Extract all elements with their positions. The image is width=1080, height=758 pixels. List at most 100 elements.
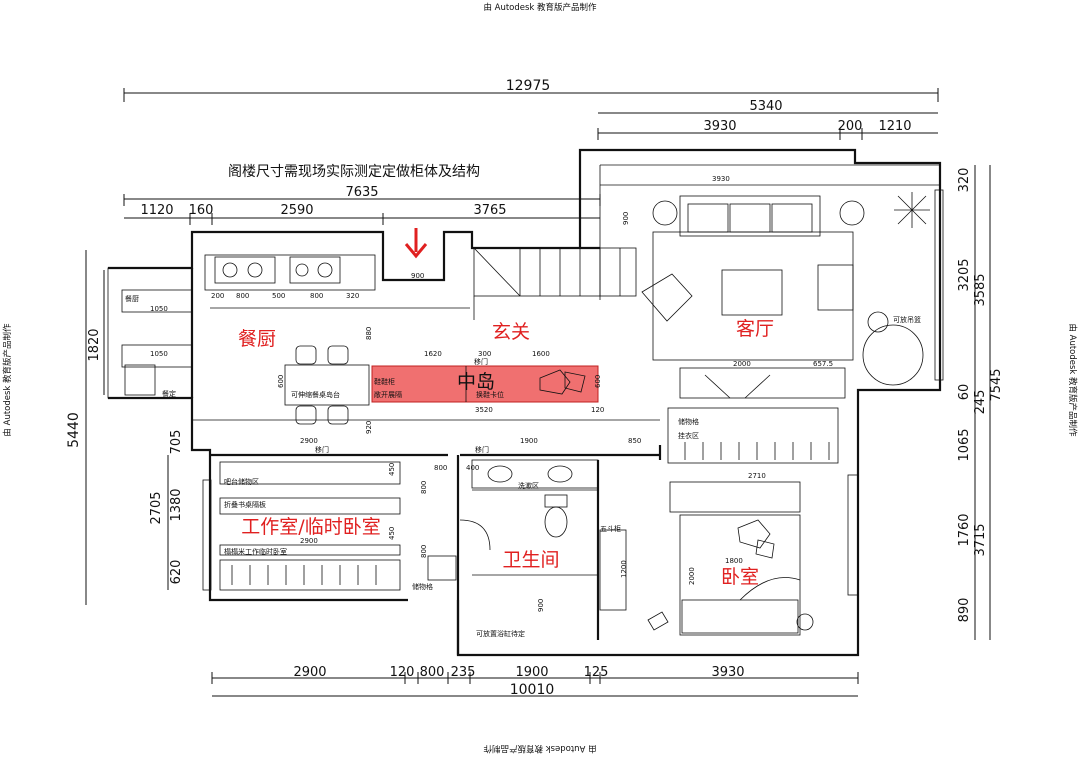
change-seat: 换鞋卡位 xyxy=(476,390,504,399)
room-bathroom: 卫生间 xyxy=(502,549,559,571)
bath-900: 900 xyxy=(537,599,545,612)
hangers xyxy=(231,565,377,585)
l-900: 900 xyxy=(411,272,424,280)
dim-bot-2: 120 xyxy=(390,665,415,680)
dim-bot-total: 10010 xyxy=(510,682,555,698)
dim-right-3205: 3205 xyxy=(957,258,972,291)
dim-mid-total: 7635 xyxy=(345,185,378,200)
dim-right-60: 60 xyxy=(957,384,972,401)
bed-1800: 1800 xyxy=(725,557,743,565)
balcony: 餐厨 1050 1050 餐定 xyxy=(121,289,193,398)
room-dining-kitchen: 餐厨 xyxy=(238,328,276,350)
kitchen-counter: 200 800 500 800 320 900 xyxy=(204,254,424,300)
plant-icon xyxy=(894,192,930,228)
dim-right-245: 245 xyxy=(973,390,988,415)
dim-mid-2: 160 xyxy=(189,203,214,218)
bath-door: 移门 xyxy=(475,445,489,454)
dim-right-1760: 1760 xyxy=(957,513,972,546)
dim-bot-4: 235 xyxy=(451,665,476,680)
dim-left-total: 5440 xyxy=(66,412,82,448)
balcony-label: 餐厨 xyxy=(125,294,139,303)
dim-left-2705: 2705 xyxy=(149,491,164,524)
dim-left-705: 705 xyxy=(169,430,184,455)
bathtub: 可放置浴缸待定 xyxy=(476,629,525,638)
bed-850: 850 xyxy=(628,437,641,445)
bedroom-hangers xyxy=(684,442,830,460)
h-1600: 1600 xyxy=(532,350,550,358)
s-800b: 800 xyxy=(420,545,428,558)
h-yimen: 移门 xyxy=(474,357,488,366)
table-label: 可伸缩餐桌岛台 xyxy=(291,390,340,399)
arrow-down-icon xyxy=(404,228,428,259)
dim-mid-3: 2590 xyxy=(280,203,313,218)
bedroom-furniture: 储物格 挂衣区 850 2710 1800 2000 五斗柜 1200 xyxy=(599,407,839,636)
tatami: 榻榻米工作临时卧室 xyxy=(224,547,287,556)
watermark-right: 由 Autodesk 教育版产品制作 xyxy=(1067,323,1078,437)
bed-1200: 1200 xyxy=(620,560,628,578)
studio-furniture: 2900 移门 吧台储物区 折叠书桌隔板 2900 榻榻米工作临时卧室 450 … xyxy=(219,437,457,591)
bar-storage: 吧台储物区 xyxy=(224,477,259,486)
liv-2000: 2000 xyxy=(733,360,751,368)
room-bedroom: 卧室 xyxy=(721,566,759,588)
fold-desk: 折叠书桌隔板 xyxy=(224,500,266,509)
dim-bot-5: 1900 xyxy=(515,665,548,680)
bed-cloth: 挂衣区 xyxy=(678,431,699,440)
liv-657: 657.5 xyxy=(813,360,833,368)
bed-storage: 储物格 xyxy=(678,417,699,426)
k-1050a: 1050 xyxy=(150,305,168,313)
attic-note: 阁楼尺寸需现场实际测定定做柜体及结构 xyxy=(228,164,480,180)
studio-door: 移门 xyxy=(315,445,329,454)
s-800: 800 xyxy=(420,481,428,494)
h-920: 920 xyxy=(365,421,373,434)
h-300: 300 xyxy=(478,350,491,358)
dim-bot-3: 800 xyxy=(420,665,445,680)
dim-bot-6: 125 xyxy=(584,665,609,680)
bathroom-fixtures: 洗漱区 1900 移门 800 400 900 可放置浴缸待定 xyxy=(434,437,599,638)
dim-right-890: 890 xyxy=(957,598,972,623)
h-1620: 1620 xyxy=(424,350,442,358)
dim-bot-1: 2900 xyxy=(293,665,326,680)
k-1050b: 1050 xyxy=(150,350,168,358)
s-450: 450 xyxy=(388,463,396,476)
staircase xyxy=(473,247,637,320)
living-room-furniture: 3930 900 2000 657.5 可放吊篮 xyxy=(622,175,930,399)
dim-mid-1: 1120 xyxy=(140,203,173,218)
dim-mid-4: 3765 xyxy=(473,203,506,218)
dim-left-1380: 1380 xyxy=(169,488,184,521)
dim-bot-7: 3930 xyxy=(711,665,744,680)
liv-3930: 3930 xyxy=(712,175,730,183)
open-partition: 敞开展隔 xyxy=(374,390,402,399)
bath-1900: 1900 xyxy=(520,437,538,445)
balcony-label-2: 餐定 xyxy=(162,389,176,398)
k-800a: 800 xyxy=(236,292,249,300)
dim-right-7545: 7545 xyxy=(989,368,1004,401)
dim-right-3715: 3715 xyxy=(973,523,988,556)
dim-right-3585: 3585 xyxy=(973,273,988,306)
room-entry: 玄关 xyxy=(492,321,530,343)
wash-area: 洗漱区 xyxy=(518,481,539,490)
hanging-chair: 可放吊篮 xyxy=(893,315,921,324)
dim-top-r3: 1210 xyxy=(878,119,911,134)
room-island: 中岛 xyxy=(457,371,495,393)
shoe-cabinet: 鞋鞋柜 xyxy=(374,377,395,386)
watermark-left: 由 Autodesk 教育版产品制作 xyxy=(2,323,13,437)
dim-left-620: 620 xyxy=(169,560,184,585)
bath-400: 400 xyxy=(466,464,479,472)
storage-cell: 储物格 xyxy=(412,582,433,591)
h-600b: 600 xyxy=(594,375,602,388)
liv-900: 900 xyxy=(622,212,630,225)
watermark-bottom: 由 Autodesk 教育版产品制作 xyxy=(483,743,597,754)
dim-left-1820: 1820 xyxy=(87,328,102,361)
dim-right-320: 320 xyxy=(957,168,972,193)
dim-top-r2: 200 xyxy=(838,119,863,134)
k-320: 320 xyxy=(346,292,359,300)
dim-top-right: 5340 xyxy=(749,99,782,114)
island-counter: 鞋鞋柜 敞开展隔 换鞋卡位 600 3520 120 1620 300 1600… xyxy=(365,327,604,434)
dim-top-r1: 3930 xyxy=(703,119,736,134)
h-880: 880 xyxy=(365,327,373,340)
s-450b: 450 xyxy=(388,527,396,540)
dining-table: 可伸缩餐桌岛台 600 xyxy=(277,345,370,425)
room-living: 客厅 xyxy=(736,318,774,340)
h-600: 600 xyxy=(277,375,285,388)
